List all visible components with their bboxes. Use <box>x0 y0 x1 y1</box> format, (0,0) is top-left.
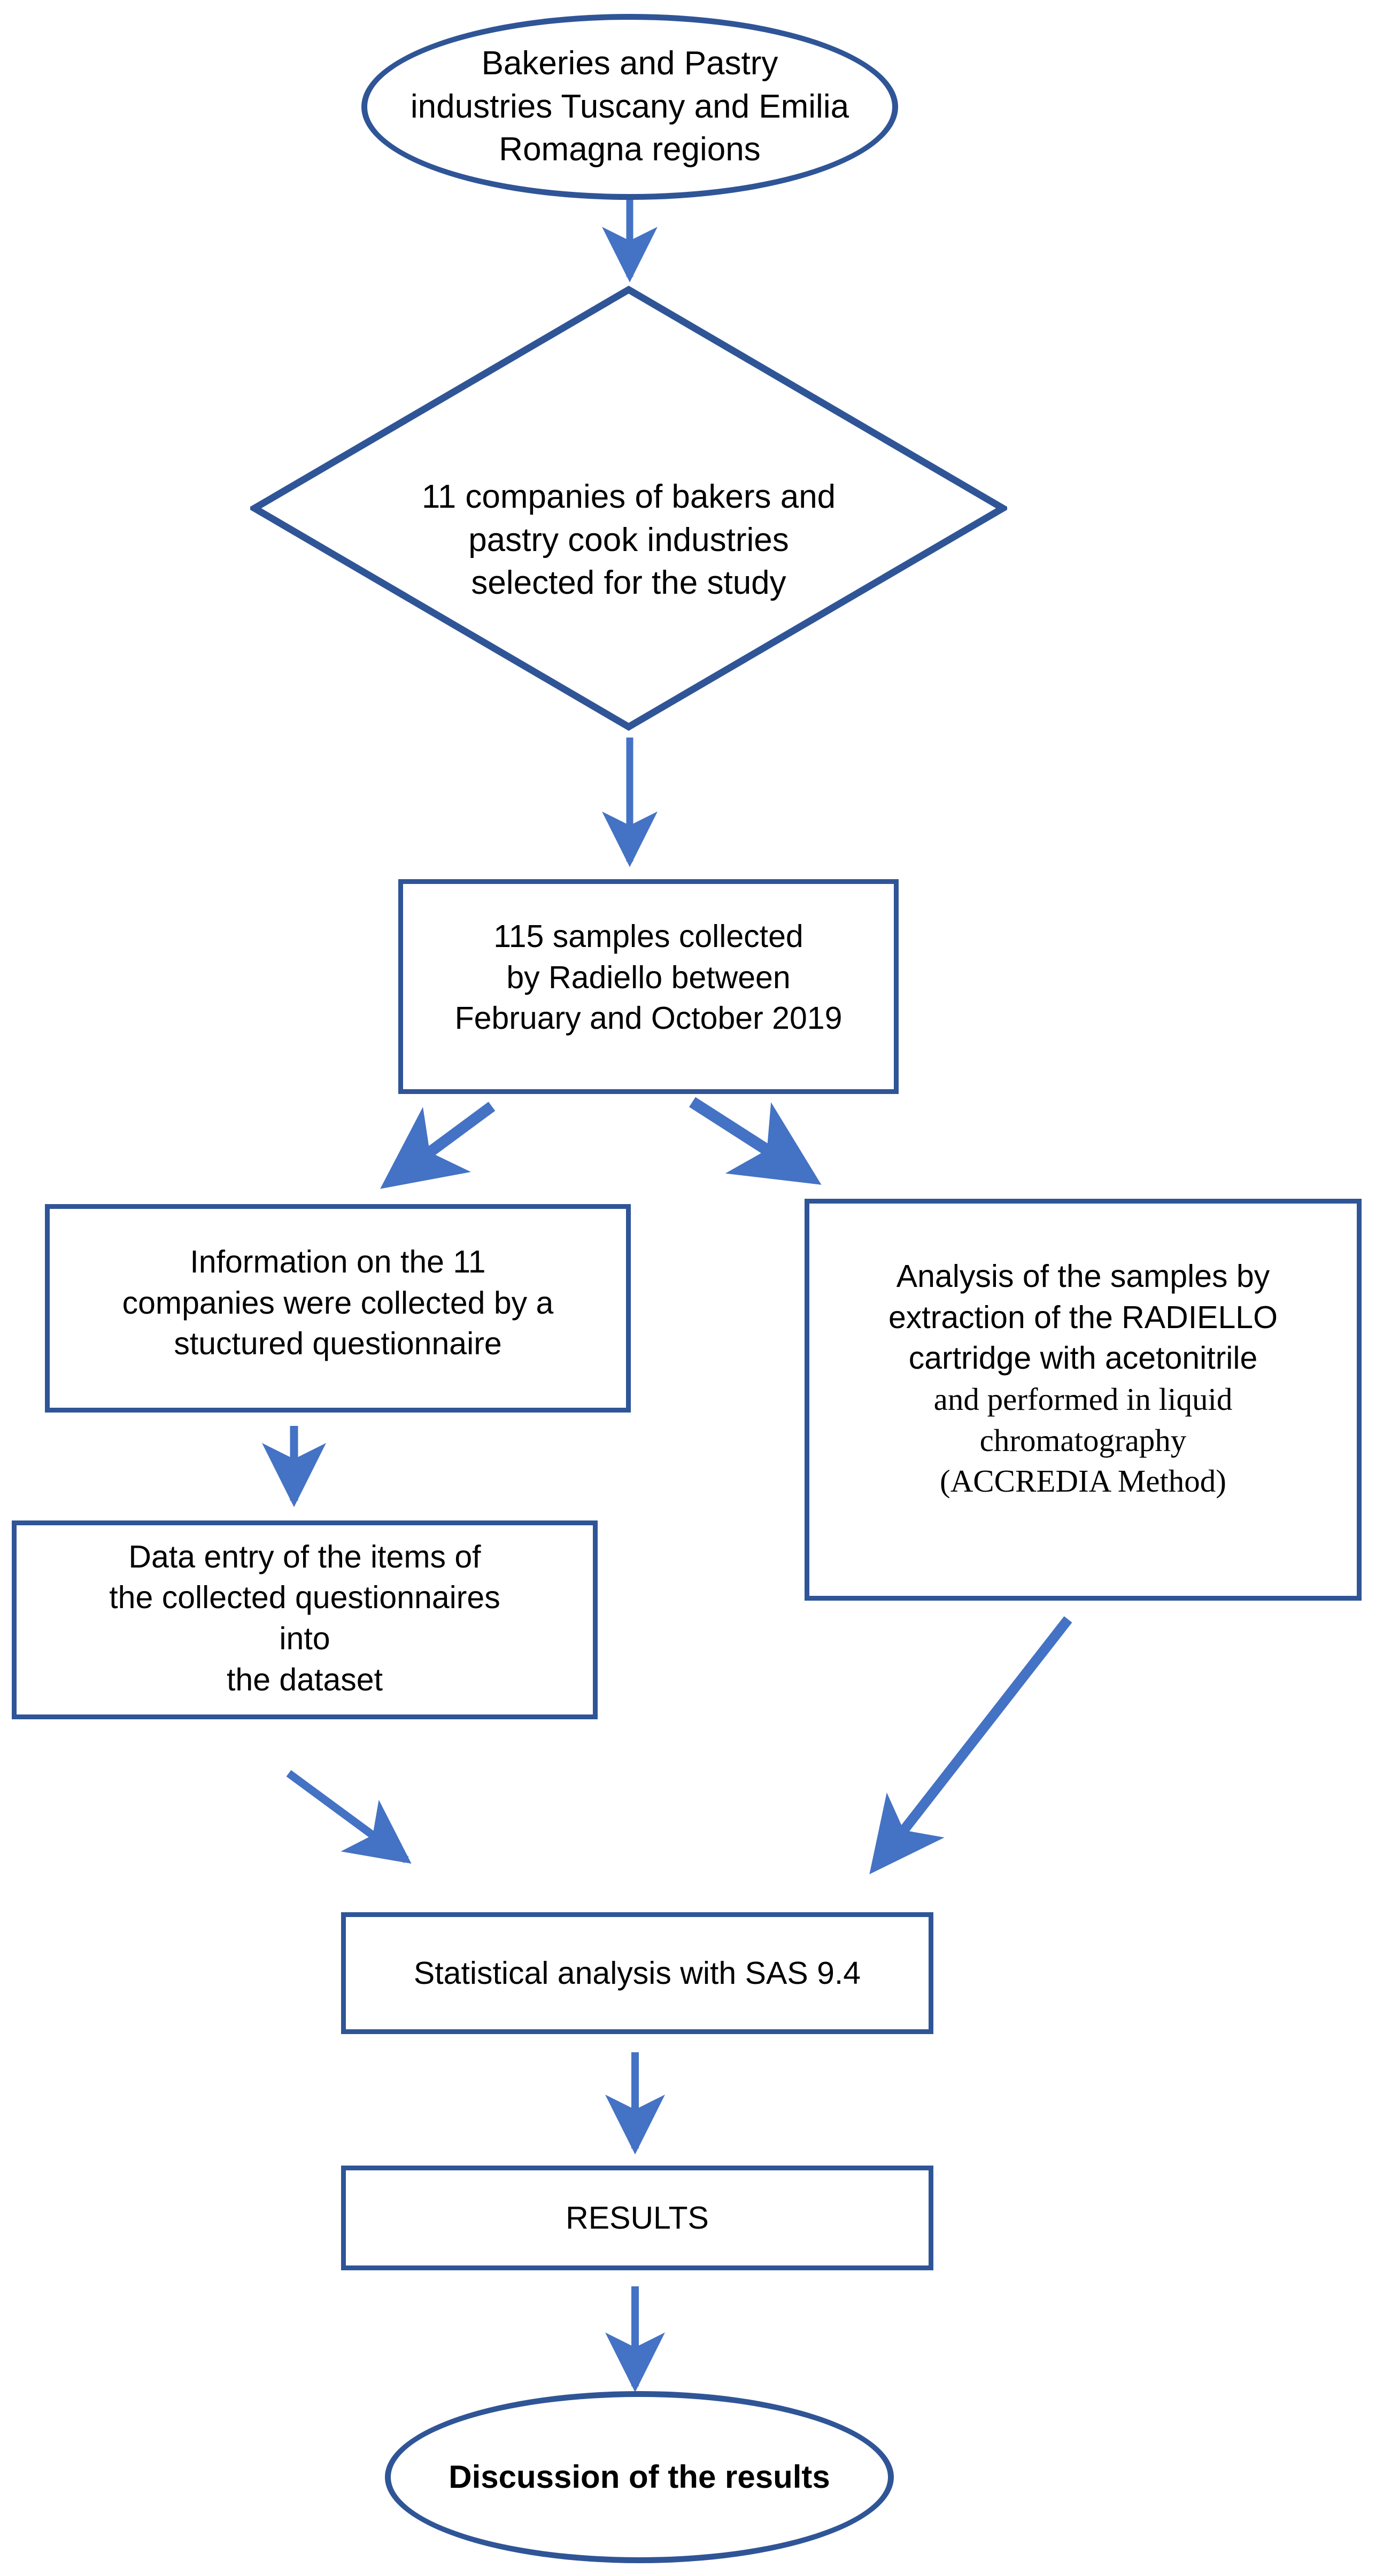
node-analysis-label-serif: and performed in liquid chromatography (… <box>933 1382 1233 1499</box>
node-analysis-label-sans: Analysis of the samples by extraction of… <box>888 1258 1278 1376</box>
node-samples-label: 115 samples collected by Radiello betwee… <box>454 918 843 1036</box>
node-discussion-of-the-results[interactable]: Discussion of the results <box>385 2391 894 2563</box>
node-information-collected-by-questionnaire[interactable]: Information on the 11 companies were col… <box>45 1204 631 1413</box>
node-115-samples-collected[interactable]: 115 samples collected by Radiello betwee… <box>398 879 899 1094</box>
node-discussion-label: Discussion of the results <box>449 2459 830 2495</box>
node-questionnaire-label: Information on the 11 companies were col… <box>122 1244 554 1362</box>
node-statistical-analysis-sas[interactable]: Statistical analysis with SAS 9.4 <box>341 1912 933 2034</box>
node-analysis-of-the-samples[interactable]: Analysis of the samples by extraction of… <box>805 1199 1362 1601</box>
node-stats-label: Statistical analysis with SAS 9.4 <box>413 1955 861 1991</box>
node-data-entry-into-dataset[interactable]: Data entry of the items of the collected… <box>12 1520 598 1719</box>
node-11-companies-selected[interactable]: 11 companies of bakers and pastry cook i… <box>250 285 1007 731</box>
edge-samples-to-questionnaire <box>380 1101 496 1189</box>
edge-dataentry-to-stats <box>286 1770 412 1864</box>
node-dataentry-label: Data entry of the items of the collected… <box>109 1539 500 1697</box>
node-source-label: Bakeries and Pastry industries Tuscany a… <box>410 45 849 168</box>
edge-analysis-to-stats <box>869 1616 1072 1874</box>
node-selection-label: 11 companies of bakers and pastry cook i… <box>421 478 836 602</box>
node-results[interactable]: RESULTS <box>341 2166 933 2270</box>
node-bakeries-and-pastry-industries[interactable]: Bakeries and Pastry industries Tuscany a… <box>361 14 898 200</box>
edge-samples-to-analysis <box>689 1097 822 1185</box>
node-results-label: RESULTS <box>566 2200 709 2236</box>
diamond-outline <box>250 285 1007 731</box>
node-analysis-label: Analysis of the samples by extraction of… <box>809 1256 1357 1502</box>
